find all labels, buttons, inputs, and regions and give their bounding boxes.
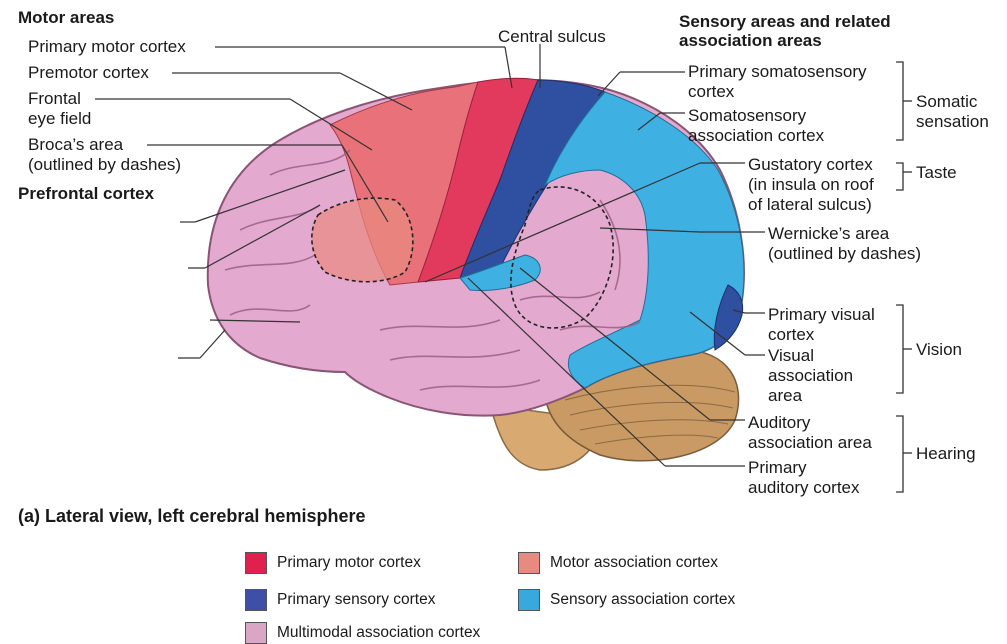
legend-swatch	[245, 622, 267, 644]
legend-item-primary-sensory: Primary sensory cortex	[245, 589, 435, 611]
label-primary-visual: Primary visual cortex	[768, 305, 875, 345]
motor-areas-heading: Motor areas	[18, 8, 114, 27]
group-vision: Vision	[916, 340, 962, 360]
legend-label: Primary motor cortex	[277, 554, 421, 572]
legend-item-primary-motor: Primary motor cortex	[245, 552, 421, 574]
prefrontal-heading: Prefrontal cortex	[18, 184, 154, 203]
legend-label: Sensory association cortex	[550, 591, 735, 609]
sensory-areas-heading: Sensory areas and related association ar…	[679, 12, 891, 50]
broca-outline	[312, 198, 413, 282]
label-visual-assoc: Visual association area	[768, 346, 853, 406]
legend-swatch	[518, 589, 540, 611]
legend-item-multimodal: Multimodal association cortex	[245, 622, 480, 644]
label-gustatory: Gustatory cortex (in insula on roof of l…	[748, 155, 874, 215]
group-hearing: Hearing	[916, 444, 976, 464]
legend-label: Motor association cortex	[550, 554, 718, 572]
legend-swatch	[518, 552, 540, 574]
legend-label: Primary sensory cortex	[277, 591, 435, 609]
legend-swatch	[245, 589, 267, 611]
legend-swatch	[245, 552, 267, 574]
label-somatosensory-assoc: Somatosensory association cortex	[688, 106, 824, 146]
label-auditory-assoc: Auditory association area	[748, 413, 872, 453]
label-primary-somatosensory: Primary somatosensory cortex	[688, 62, 867, 102]
label-broca: Broca’s area (outlined by dashes)	[28, 135, 181, 175]
label-primary-auditory: Primary auditory cortex	[748, 458, 860, 498]
label-premotor: Premotor cortex	[28, 63, 149, 83]
label-wernicke: Wernicke’s area (outlined by dashes)	[768, 224, 921, 264]
legend-item-sensory-assoc: Sensory association cortex	[518, 589, 735, 611]
group-taste: Taste	[916, 163, 957, 183]
group-somatic: Somatic sensation	[916, 92, 989, 132]
label-frontal-eye: Frontal eye field	[28, 89, 91, 129]
label-primary-motor: Primary motor cortex	[28, 37, 186, 57]
legend-item-motor-assoc: Motor association cortex	[518, 552, 718, 574]
legend-label: Multimodal association cortex	[277, 624, 480, 642]
label-central-sulcus: Central sulcus	[498, 27, 606, 47]
figure-caption: (a) Lateral view, left cerebral hemisphe…	[18, 506, 365, 527]
